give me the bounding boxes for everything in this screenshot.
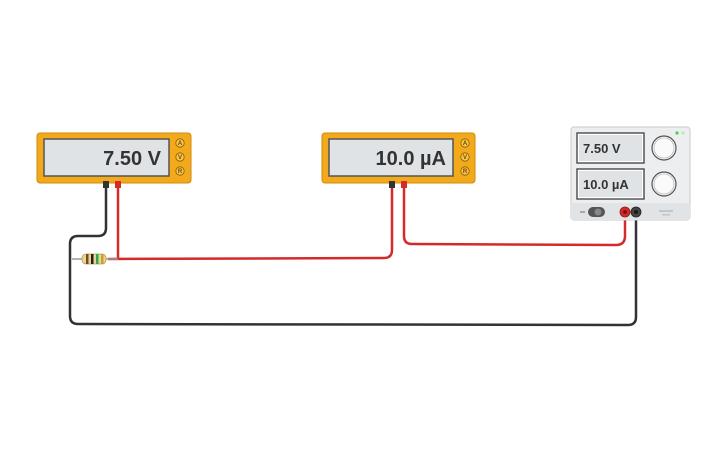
psu-voltage-knob[interactable] (651, 135, 677, 161)
ammeter-positive-terminal[interactable] (401, 181, 407, 188)
ammeter-reading: 10.0 µA (376, 148, 446, 170)
wire-black-main[interactable] (68, 187, 638, 327)
psu-voltage-reading: 7.50 V (583, 141, 621, 156)
resistor[interactable] (81, 253, 107, 265)
voltmeter-mode-r-button[interactable]: R (175, 166, 185, 176)
resistor-band-3 (96, 254, 99, 264)
psu-cc-led-icon (681, 131, 685, 135)
psu-current-knob[interactable] (651, 171, 677, 197)
psu-brand-mark-2 (662, 214, 670, 216)
psu-brand-mark (659, 210, 673, 212)
voltmeter-mode-a-button[interactable]: A (175, 138, 185, 148)
wires (68, 187, 638, 327)
psu-current-reading: 10.0 µA (583, 177, 629, 192)
voltmeter-reading: 7.50 V (103, 148, 161, 170)
ammeter[interactable]: 10.0 µA A V R (321, 132, 476, 188)
power-supply[interactable]: 7.50 V 10.0 µA (570, 126, 691, 221)
ammeter-lcd (328, 138, 454, 177)
ammeter-mode-r-button[interactable]: R (460, 166, 470, 176)
ammeter-mode-v-button[interactable]: V (460, 152, 470, 162)
svg-text:R: R (178, 169, 183, 175)
ammeter-com-terminal[interactable] (389, 181, 395, 188)
voltmeter-com-terminal[interactable] (103, 181, 109, 188)
voltmeter-mode-v-button[interactable]: V (175, 152, 185, 162)
resistor-band-4 (101, 254, 104, 264)
psu-power-switch[interactable] (588, 207, 605, 217)
voltmeter-positive-terminal[interactable] (115, 181, 121, 188)
psu-negative-terminal[interactable] (630, 206, 642, 218)
svg-text:A: A (178, 141, 183, 147)
svg-text:V: V (178, 155, 182, 161)
svg-text:V: V (463, 155, 467, 161)
ammeter-mode-a-button[interactable]: A (460, 138, 470, 148)
psu-cv-led-icon (675, 131, 679, 135)
voltmeter[interactable]: 7.50 V A V R (36, 132, 192, 188)
wire-red-to-psu[interactable] (402, 187, 627, 247)
svg-text:R: R (463, 169, 468, 175)
resistor-band-1 (86, 254, 89, 264)
resistor-band-2 (91, 254, 94, 264)
voltmeter-lcd (43, 138, 170, 177)
psu-switch-label-mark (580, 211, 585, 213)
wire-red-to-ammeter[interactable] (107, 187, 394, 261)
psu-positive-terminal[interactable] (619, 206, 631, 218)
svg-text:A: A (463, 141, 468, 147)
